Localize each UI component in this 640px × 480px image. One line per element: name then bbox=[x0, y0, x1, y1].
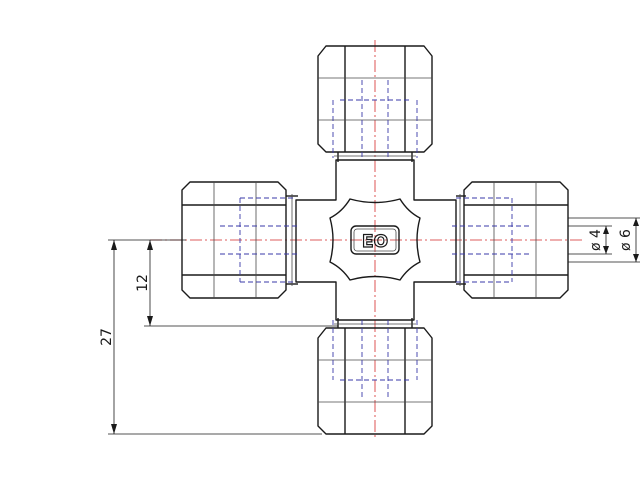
dimension-label-d4: ø 4 bbox=[588, 229, 604, 251]
cross-body: EO bbox=[295, 159, 457, 321]
right-nut bbox=[452, 181, 569, 299]
eo-logo: EO bbox=[362, 232, 388, 252]
top-nut bbox=[317, 45, 433, 162]
logo-frame bbox=[350, 225, 400, 255]
dimension-label-27: 27 bbox=[99, 328, 115, 346]
dimension-label-d6: ø 6 bbox=[618, 229, 634, 251]
left-nut bbox=[181, 181, 300, 299]
dimension-bore-diameter: ø 4 bbox=[568, 225, 612, 255]
body-center-boss bbox=[329, 198, 421, 281]
dimension-label-12: 12 bbox=[135, 274, 151, 292]
center-lines bbox=[150, 40, 582, 440]
dimension-overall-length: 27 bbox=[99, 239, 322, 435]
dimension-tube-diameter: ø 6 bbox=[568, 217, 640, 263]
bottom-nut bbox=[317, 318, 433, 435]
dimension-half-length: 12 bbox=[135, 240, 338, 327]
